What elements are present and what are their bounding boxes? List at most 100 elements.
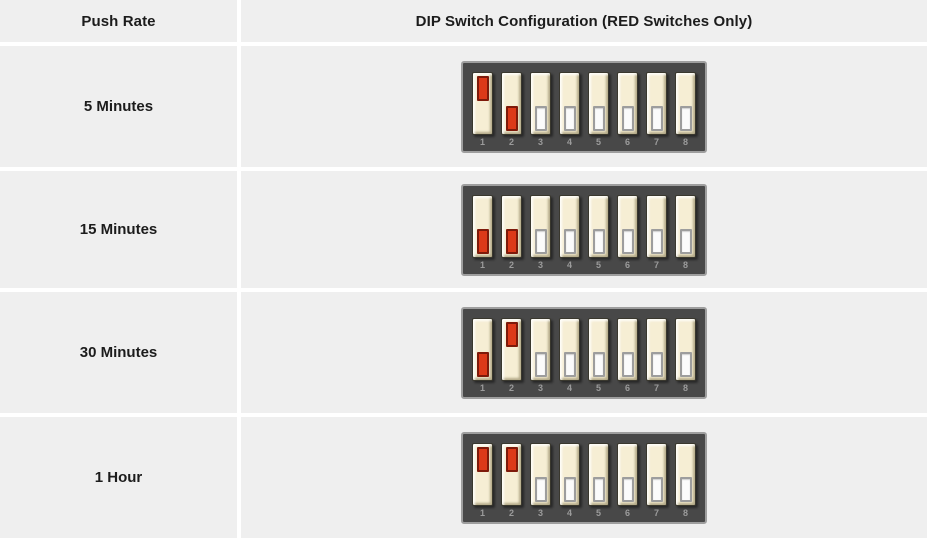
switch-slot: [588, 194, 609, 258]
switch-rocker-white-down: [563, 228, 576, 254]
switch-number: 8: [682, 507, 688, 518]
dip-switch-1: 1: [472, 442, 493, 519]
switch-number: 5: [595, 507, 601, 518]
switch-slot: [472, 442, 493, 506]
dip-switch-5: 5: [588, 317, 609, 394]
dip-switch-4: 4: [559, 442, 580, 519]
switch-slot: [559, 317, 580, 381]
dip-switch-block: 1 2 3 4 5 6 7 8: [461, 431, 707, 524]
switch-slot: [675, 317, 696, 381]
switch-number: 5: [595, 136, 601, 147]
dip-switch-8: 8: [675, 317, 696, 394]
header-dip-config: DIP Switch Configuration (RED Switches O…: [241, 0, 927, 42]
switch-number: 8: [682, 259, 688, 270]
dip-switch-3: 3: [530, 442, 551, 519]
switch-rocker-white-down: [563, 105, 576, 131]
dip-switch-7: 7: [646, 317, 667, 394]
dip-switch-6: 6: [617, 317, 638, 394]
switch-slot: [472, 194, 493, 258]
switch-slot: [501, 317, 522, 381]
switch-number: 3: [537, 259, 543, 270]
switch-number: 8: [682, 382, 688, 393]
dip-switch-4: 4: [559, 71, 580, 148]
switch-slot: [675, 194, 696, 258]
switch-slot: [617, 71, 638, 135]
switch-rocker-red-up: [505, 321, 518, 347]
switch-rocker-white-down: [621, 228, 634, 254]
switch-rocker-white-down: [534, 105, 547, 131]
push-rate-label-30-minutes: 30 Minutes: [0, 292, 237, 413]
switch-number: 6: [624, 136, 630, 147]
switch-slot: [559, 71, 580, 135]
switch-rocker-white-down: [679, 105, 692, 131]
switch-number: 5: [595, 382, 601, 393]
dip-switch-2: 2: [501, 317, 522, 394]
switch-slot: [646, 194, 667, 258]
dip-switch-4: 4: [559, 194, 580, 271]
switch-rocker-red-up: [476, 446, 489, 472]
switch-slot: [588, 71, 609, 135]
dip-switch-5: 5: [588, 71, 609, 148]
switch-number: 3: [537, 507, 543, 518]
switch-slot: [675, 71, 696, 135]
switch-rocker-red-down: [505, 228, 518, 254]
switch-rocker-white-down: [650, 351, 663, 377]
dip-switch-1: 1: [472, 194, 493, 271]
push-rate-label-5-minutes: 5 Minutes: [0, 46, 237, 167]
switch-slot: [559, 194, 580, 258]
dip-switch-8: 8: [675, 442, 696, 519]
switch-rocker-white-down: [621, 476, 634, 502]
switch-rocker-white-down: [679, 351, 692, 377]
switch-rocker-red-down: [476, 228, 489, 254]
dip-switch-7: 7: [646, 194, 667, 271]
dip-switch-6: 6: [617, 71, 638, 148]
dip-switch-7: 7: [646, 442, 667, 519]
switch-number: 4: [566, 136, 572, 147]
switch-rocker-white-down: [592, 476, 605, 502]
switch-slot: [501, 442, 522, 506]
switch-rocker-white-down: [592, 351, 605, 377]
dip-switch-3: 3: [530, 317, 551, 394]
dip-switch-6: 6: [617, 442, 638, 519]
switch-slot: [472, 317, 493, 381]
dip-switch-7: 7: [646, 71, 667, 148]
dip-switch-8: 8: [675, 71, 696, 148]
switch-slot: [617, 194, 638, 258]
dip-switch-2: 2: [501, 194, 522, 271]
switch-rocker-red-up: [505, 446, 518, 472]
switch-rocker-white-down: [679, 476, 692, 502]
switch-number: 2: [508, 382, 514, 393]
dip-config-cell-1-hour: 1 2 3 4 5 6 7 8: [241, 417, 927, 538]
switch-number: 5: [595, 259, 601, 270]
switch-rocker-white-down: [650, 228, 663, 254]
switch-number: 8: [682, 136, 688, 147]
switch-slot: [472, 71, 493, 135]
header-push-rate: Push Rate: [0, 0, 237, 42]
dip-switch-1: 1: [472, 71, 493, 148]
switch-slot: [530, 317, 551, 381]
switch-number: 2: [508, 259, 514, 270]
switch-slot: [588, 442, 609, 506]
switch-slot: [617, 442, 638, 506]
switch-slot: [675, 442, 696, 506]
switch-number: 7: [653, 259, 659, 270]
switch-number: 7: [653, 507, 659, 518]
switch-number: 4: [566, 507, 572, 518]
switch-slot: [617, 317, 638, 381]
switch-rocker-white-down: [650, 476, 663, 502]
switch-rocker-white-down: [621, 105, 634, 131]
switch-slot: [501, 71, 522, 135]
switch-rocker-red-down: [476, 351, 489, 377]
switch-rocker-white-down: [592, 105, 605, 131]
switch-number: 7: [653, 136, 659, 147]
switch-rocker-white-down: [534, 351, 547, 377]
switch-number: 2: [508, 507, 514, 518]
switch-number: 6: [624, 507, 630, 518]
